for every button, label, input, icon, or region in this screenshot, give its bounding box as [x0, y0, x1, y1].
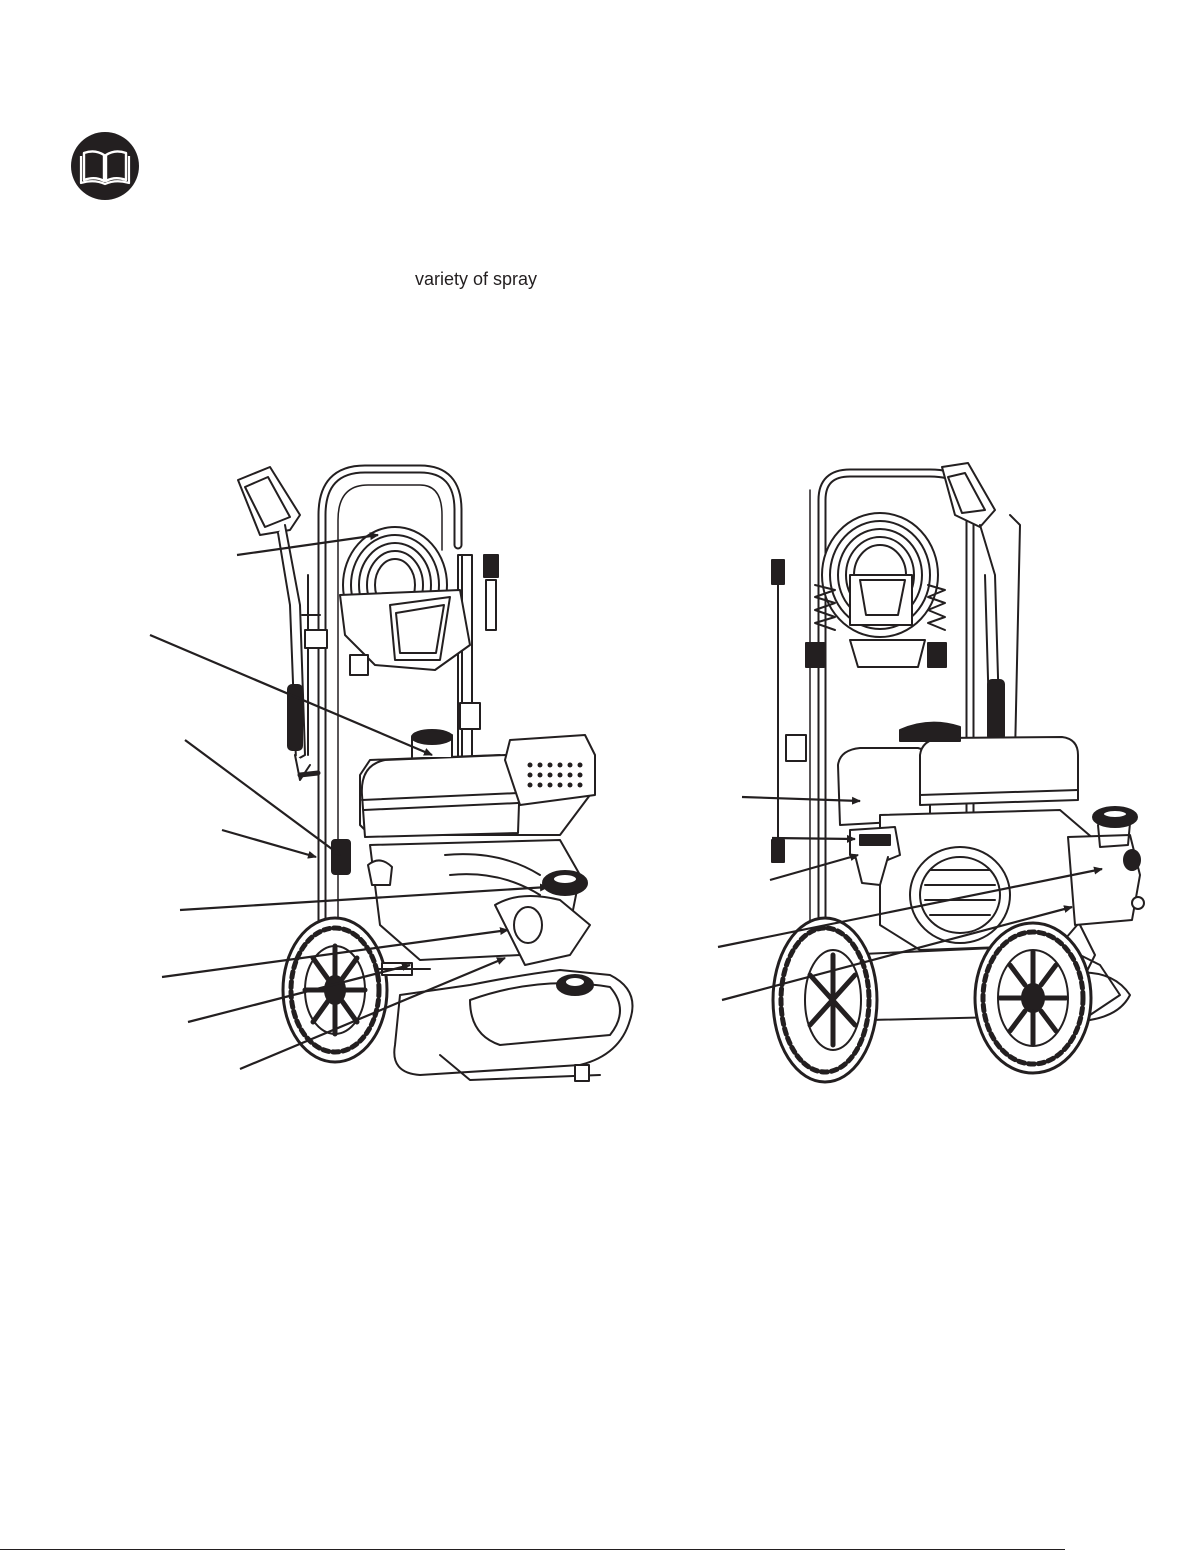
leader-line: [149, 633, 433, 757]
rear-right-view: [771, 462, 1145, 1084]
leader-line: [236, 532, 379, 557]
body-text-fragment: variety of spray: [415, 269, 538, 289]
leader-line: [721, 905, 1073, 1002]
leader-line: [769, 853, 859, 882]
leader-line: [187, 963, 411, 1024]
leader-line: [184, 739, 341, 856]
leader-lines-left: [149, 532, 549, 1071]
leader-line: [741, 795, 861, 805]
leader-line: [239, 956, 506, 1071]
leader-line: [179, 883, 549, 912]
leader-line: [771, 834, 856, 843]
leader-line: [161, 927, 509, 979]
leader-lines-right: [717, 795, 1103, 1002]
footer-rule: [0, 1549, 1065, 1550]
open-book-icon: [71, 132, 139, 200]
leader-line: [717, 866, 1103, 949]
pressure-washer-figure: [149, 462, 1145, 1084]
front-left-view: [237, 464, 634, 1082]
leader-line: [221, 828, 317, 859]
